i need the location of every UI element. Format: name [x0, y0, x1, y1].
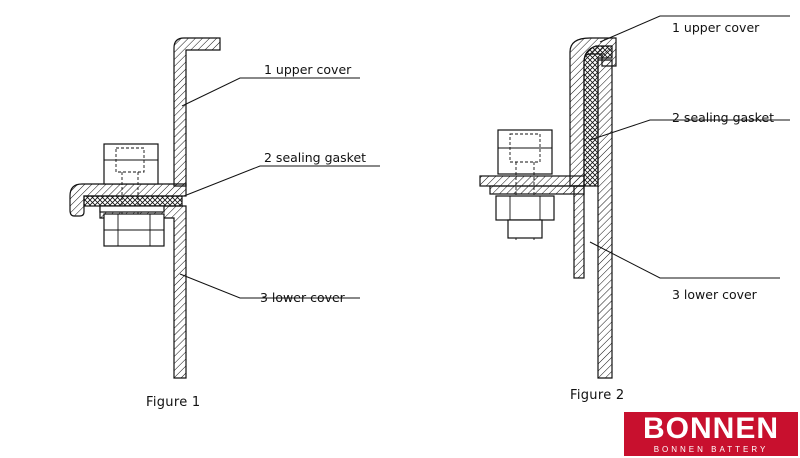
- fig1-caption: Figure 1: [146, 395, 201, 410]
- fig1-label-lower-cover: 3 lower cover: [260, 290, 345, 305]
- fig1-upper-cover: [173, 37, 221, 187]
- fig2-label-upper-cover: 1 upper cover: [672, 20, 760, 35]
- fig1-washer: [99, 205, 165, 213]
- bonnen-logo: BONNEN BONNEN BATTERY: [622, 410, 800, 458]
- fig1-upper-flange: [69, 183, 187, 217]
- logo-subtext: BONNEN BATTERY: [653, 445, 769, 454]
- fig2-caption: Figure 2: [570, 388, 625, 403]
- fig2-upper-flange: [479, 175, 585, 187]
- fig1-lower-cover: [99, 205, 187, 379]
- fig1-label-sealing-gasket: 2 sealing gasket: [264, 150, 367, 165]
- fig1-label-upper-cover: 1 upper cover: [264, 62, 352, 77]
- fig2-label-sealing-gasket: 2 sealing gasket: [672, 110, 775, 125]
- fig2-bolt-head: [497, 129, 553, 175]
- figure-1: [69, 37, 380, 379]
- fig2-lower-cover: [597, 59, 613, 379]
- figure-2: [479, 15, 790, 379]
- fig1-sealing-gasket: [83, 195, 183, 207]
- fig2-label-lower-cover: 3 lower cover: [672, 287, 757, 302]
- logo-wordmark: BONNEN: [642, 412, 779, 445]
- fig2-nut: [495, 195, 555, 221]
- fig1-bolt-head: [103, 143, 159, 185]
